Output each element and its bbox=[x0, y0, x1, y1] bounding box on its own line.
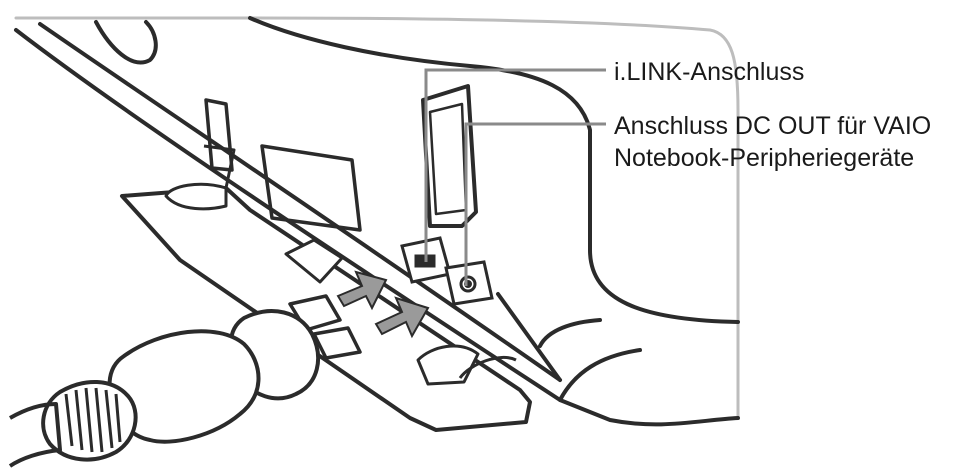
dc-out-port-label-line2: Notebook-Peripheriegeräte bbox=[614, 144, 915, 172]
dc-out-port-label: Anschluss DC OUT für VAIO Notebook-Perip… bbox=[614, 110, 931, 174]
upper-slot bbox=[421, 84, 478, 228]
leader-lines bbox=[424, 68, 606, 286]
dc-out-port-label-line1: Anschluss DC OUT für VAIO bbox=[614, 112, 932, 140]
dc-plug-cable bbox=[8, 294, 362, 468]
ilink-port-label: i.LINK-Anschluss bbox=[614, 58, 805, 86]
ilink-leader-line bbox=[424, 68, 606, 262]
insertion-arrows bbox=[336, 270, 430, 339]
dc-out-port-shape bbox=[444, 260, 494, 306]
laptop-body bbox=[14, 16, 740, 427]
dc-out-leader-line bbox=[464, 122, 606, 286]
